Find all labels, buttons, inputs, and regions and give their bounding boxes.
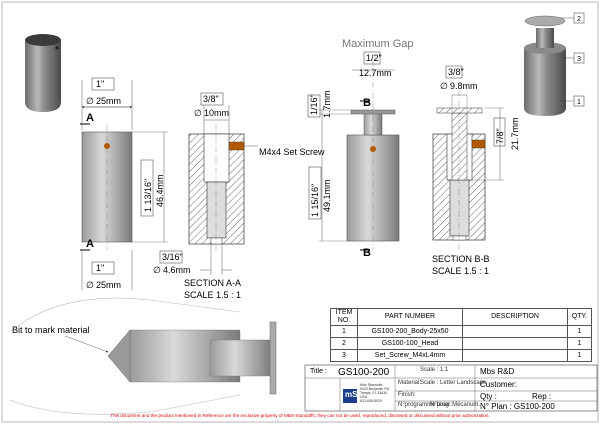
gap-mm: 12.7mm (359, 68, 392, 78)
section-b-b-title: SECTION B-B (432, 254, 490, 264)
sheet-format: Scale : Letter Landscape (420, 380, 487, 386)
diam-symbol-bore: ∅ (194, 108, 202, 118)
max-gap-label: Maximum Gap (342, 38, 414, 50)
body-length-in: 1 15/16" (310, 184, 320, 217)
bit-detail-view (9, 297, 277, 415)
front-view-body (80, 77, 168, 290)
plan-number: N° Plan : GS100-200 (480, 402, 555, 411)
gap-in: 1/2" (366, 53, 382, 63)
stem-length-mm: 21.7mm (510, 117, 520, 150)
bom-part: GS100-100_Head (357, 337, 463, 350)
head-height-mm: 1.7mm (322, 90, 332, 118)
section-b-label-bottom: B (363, 247, 371, 259)
set-screw-label: M4x4 Set Screw (259, 147, 325, 157)
legal-footer: This document and the product mentioned … (110, 413, 490, 418)
qty-label: Qty : (480, 392, 497, 401)
section-a-a-scale: SCALE 1.5 : 1 (184, 290, 241, 300)
bom-item: 1 (330, 325, 358, 338)
bom-item: 2 (330, 337, 358, 350)
finish-label: Finish: (398, 392, 416, 398)
assembled-front-view (307, 51, 400, 251)
section-a-label-top: A (86, 112, 94, 124)
title-label: Title : (310, 368, 327, 375)
balloon-2: 2 (577, 16, 581, 23)
diam-symbol-bottom: ∅ (86, 280, 94, 290)
body-length-mm: 49.1mm (322, 179, 332, 212)
prog-mecanum: N°prog. Mécanum. (430, 402, 481, 408)
title-block-frame (304, 364, 598, 412)
company-name: Mbs Standoffs (360, 383, 383, 387)
customer-label: Customer: (480, 380, 517, 389)
company-address-2: Tampa, FL 33634 (360, 391, 388, 395)
hole-mm: 4.6mm (163, 265, 191, 275)
company-logo: mS (345, 390, 358, 399)
company-rd: Mbs R&D (480, 367, 515, 376)
bom-qty: 1 (567, 325, 592, 338)
section-b-b-scale: SCALE 1.5 : 1 (432, 266, 489, 276)
bom-header-description: DESCRIPTION (462, 308, 568, 326)
section-b-label-top: B (363, 97, 371, 109)
bom-qty: 1 (567, 337, 592, 350)
bom-desc (462, 325, 568, 338)
company-address-3: USA (360, 395, 368, 399)
section-a-a-view (159, 92, 258, 275)
body-diam-mm: 25mm (96, 96, 121, 106)
section-a-label-bottom: A (86, 238, 94, 250)
drawing-title: GS100-200 (338, 367, 390, 378)
stem-length-in: 7/8" (495, 128, 505, 144)
length-mm: 46.4mm (155, 174, 165, 207)
bore-mm: 10mm (204, 108, 229, 118)
bom-row: 1 GS100-200_Body-25x50 1 (330, 325, 592, 338)
bom-item: 3 (330, 349, 358, 362)
company-phone: 813-606-8025 (360, 399, 382, 403)
stem-diam-mm: 9.8mm (450, 81, 478, 91)
bom-row: 3 Set_Screw_M4xL4mm 1 (330, 349, 592, 362)
head-height-in: 1/16" (309, 94, 319, 115)
body-diam-in-bottom: 1" (96, 263, 104, 273)
bom-desc (462, 337, 568, 350)
bit-note: Bit to mark material (12, 325, 90, 335)
diam-symbol-stem: ∅ (440, 81, 448, 91)
length-in: 1 13/16" (143, 179, 153, 212)
material-label: Material: (398, 380, 422, 386)
bom-header-item: ITEM NO. (330, 308, 358, 326)
bom-row: 2 GS100-100_Head 1 (330, 337, 592, 350)
bom-header-part: PART NUMBER (357, 308, 463, 326)
company-address-1: 5420 Benjamin Rd (360, 387, 389, 391)
stem-diam-in: 3/8" (448, 67, 464, 77)
hole-in: 3/16" (162, 252, 183, 262)
bom-part: GS100-200_Body-25x50 (357, 325, 463, 338)
bom-part: Set_Screw_M4xL4mm (357, 349, 463, 362)
programme-laser: N°programme laser: (398, 402, 452, 408)
body-diam-mm-bottom: 25mm (96, 280, 121, 290)
bore-in: 3/8" (203, 94, 219, 104)
bom-desc (462, 349, 568, 362)
diam-symbol-top: ∅ (86, 96, 94, 106)
bom-qty: 1 (567, 349, 592, 362)
section-b-b-view (432, 65, 506, 250)
iso-view-assembly (524, 12, 585, 116)
balloon-3: 3 (577, 56, 581, 63)
dimension-text: 1" ∅ 25mm A A 1" ∅ 25mm 1 13/16" 46.4mm … (12, 16, 581, 335)
bom-header-qty: QTY. (567, 308, 592, 326)
rep-label: Rep : (532, 392, 552, 401)
iso-view-body (25, 34, 61, 112)
bom-header-row: ITEM NO. PART NUMBER DESCRIPTION QTY. (330, 308, 592, 326)
section-a-a-title: SECTION A-A (184, 278, 241, 288)
scale-value: Scale : 1:1 (420, 367, 449, 373)
diam-symbol-hole: ∅ (153, 265, 161, 275)
balloon-1: 1 (577, 99, 581, 106)
body-diam-in: 1" (96, 79, 104, 89)
bill-of-materials: ITEM NO. PART NUMBER DESCRIPTION QTY. 1 … (330, 308, 592, 362)
